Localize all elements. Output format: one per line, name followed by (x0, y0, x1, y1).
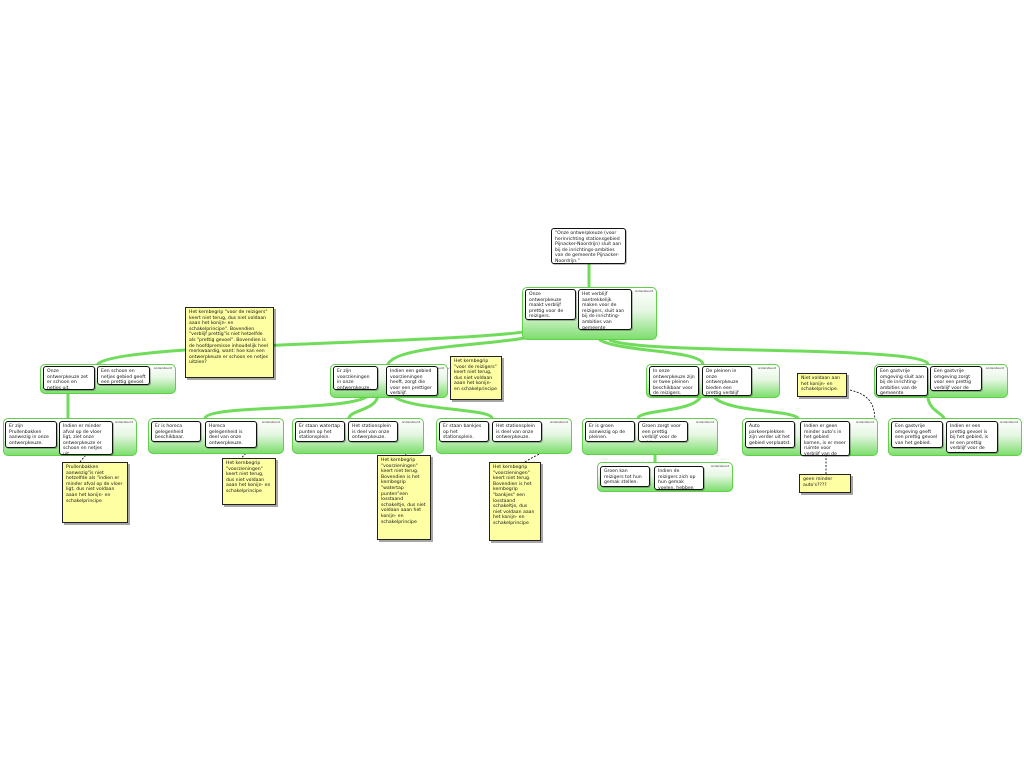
root-claim[interactable]: "Onze ontwerpkeuze (voor herinrichting s… (551, 228, 626, 264)
comment-note[interactable]: Het kernbegrip "voor de reizigers" keert… (450, 356, 502, 400)
b3-claim-box[interactable]: Er staan bankjes op het stationsplein. (439, 421, 489, 442)
b2-reason-box[interactable]: Het stationsplein is deel van onze ontwe… (348, 421, 398, 442)
c1b-reason-box[interactable]: Indien de reizigers zich op hun gemak vo… (654, 466, 704, 490)
group-label: ondersteunt (710, 464, 729, 468)
a1-claim-box[interactable]: Er zijn Prullenbakken aanwezig in onze o… (5, 421, 57, 448)
connector-main-c (598, 338, 705, 366)
group-label: ondersteunt (634, 289, 653, 293)
d-claim-box[interactable]: Een gastvrije omgeving sluit aan bij de … (876, 366, 928, 396)
b-claim-box[interactable]: Er zijn voorzieningen in onze ontwerpkeu… (333, 366, 378, 390)
b1-reason-box[interactable]: Horeca gelegenheid is deel van onze ontw… (205, 421, 257, 448)
comment-note[interactable]: Niet voldaan aan het konijn- en schakelp… (797, 373, 847, 397)
comment-note[interactable]: Het kernbegrip "voorzieningen" keert nie… (489, 462, 541, 541)
group-label: ondersteunt (999, 420, 1018, 424)
group-label: ondersteunt (855, 420, 874, 424)
connector-c-c2 (713, 396, 800, 420)
connector-d-d1 (926, 396, 946, 420)
d1-claim-box[interactable]: Een gastvrije omgeving geeft een prettig… (891, 421, 943, 448)
a-reason-box[interactable]: Een schoon en netjes gebied geeft een pr… (97, 366, 150, 385)
b1-claim-box[interactable]: Er is horeca gelegenheid beschikbaar. (151, 421, 201, 442)
comment-note[interactable]: Het kernbegrip "voor de reizigers" keert… (185, 307, 274, 378)
comment-note[interactable]: Het kernbegrip "voorzieningen" keert nie… (222, 458, 276, 505)
c1-reason-box[interactable]: Groen zorgt voor een prettig verblijf vo… (638, 421, 688, 442)
group-label: ondersteunt (549, 420, 568, 424)
group-label: ondersteunt (401, 420, 420, 424)
b2-claim-box[interactable]: Er staan watertap punten op het stations… (295, 421, 345, 442)
d-reason-box[interactable]: Een gastvrije omgeving zorgt voor een pr… (930, 366, 982, 391)
comment-note[interactable]: geen minder auto's???? (799, 474, 851, 493)
connector-b-b3 (390, 392, 494, 420)
b-reason-box[interactable]: Indien een gebied voorzieningen heeft, z… (386, 366, 438, 396)
group-label: ondersteunt (985, 366, 1004, 370)
c2-reason-box[interactable]: Indien er geen minder auto's in het gebi… (800, 421, 850, 456)
group-label: ondersteunt (153, 366, 172, 370)
connector-main-d (608, 338, 930, 366)
c1b-claim-box[interactable]: Groen kan reizigers tot hun gemak stelle… (600, 466, 650, 487)
c1-claim-box[interactable]: Er is groen aanwezig op de pleinen. (585, 421, 635, 442)
comment-note[interactable]: Het kernbegrip "voorzieningen" keert nie… (377, 455, 431, 540)
group-label: ondersteunt (757, 366, 776, 370)
a1-reason-box[interactable]: Indien er minder afval op de vloer ligt,… (59, 421, 113, 455)
group-label: ondersteunt (261, 420, 280, 424)
group-label: ondersteunt (695, 420, 714, 424)
a-claim-box[interactable]: Onze ontwerpkeuze zet er schoon en netje… (43, 366, 95, 390)
d1-reason-box[interactable]: Indien er een prettig gevoel is bij het … (946, 421, 998, 453)
c2-claim-box[interactable]: Auto parkeerplekken zijn verder uit het … (745, 421, 795, 448)
b3-reason-box[interactable]: Het stationsplein is deel van onze ontwe… (492, 421, 542, 442)
main-claim-box[interactable]: Onze ontwerpkeuze maakt verblijf prettig… (525, 289, 576, 320)
group-label: ondersteunt (114, 420, 133, 424)
c-claim-box[interactable]: In onze ontwerpkeuze zijn er twee pleine… (649, 366, 699, 396)
connector-b-b1 (203, 392, 372, 420)
connector-c-c1 (636, 396, 702, 420)
comment-note[interactable]: Prullenbakken aanwezig"is niet hetzelfde… (62, 462, 128, 523)
c-reason-box[interactable]: De pleinen in onze ontwerpkeuze bieden e… (702, 366, 752, 396)
main-reason-box[interactable]: Het verblijf aantrekkelijk maken voor de… (578, 289, 632, 330)
